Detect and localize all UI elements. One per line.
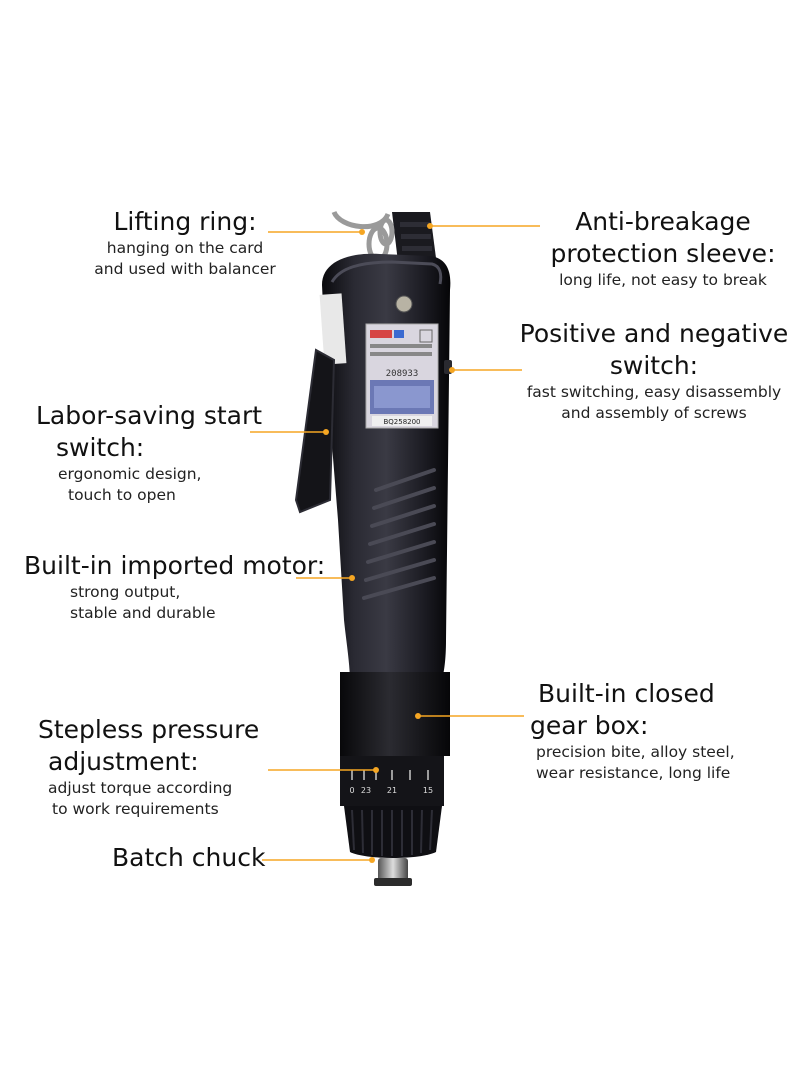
callout-motor: Built-in imported motor: strong output, … [24, 550, 326, 624]
motor-desc-2: stable and durable [70, 604, 216, 622]
cable-sleeve [392, 212, 436, 262]
start-switch-lever [294, 348, 336, 514]
pos-neg-switch-desc-1: fast switching, easy disassembly [526, 383, 782, 401]
callout-anti-breakage: Anti-breakage protection sleeve: long li… [534, 206, 792, 291]
callout-gear-box: Built-in closed gear box: precision bite… [530, 678, 792, 784]
lifting-ring-title: Lifting ring: [113, 207, 257, 236]
pressure-desc-1: adjust torque according [48, 779, 233, 797]
callout-chuck: Batch chuck [112, 842, 272, 874]
lifting-ring-desc-2: and used with balancer [94, 260, 276, 278]
gear-box-collar [340, 672, 450, 756]
start-switch-title-1: Labor-saving start [36, 401, 263, 430]
gear-box-title-1: Built-in closed [538, 679, 715, 708]
pos-neg-switch-title-1: Positive and negative [519, 319, 789, 348]
motor-desc-1: strong output, [70, 583, 181, 601]
start-switch-desc-2: touch to open [68, 486, 176, 504]
sticker-number: 208933 [386, 369, 419, 379]
anti-breakage-title-2: protection sleeve: [550, 239, 776, 268]
pos-neg-switch-title-2: switch: [609, 351, 699, 380]
anti-breakage-desc-1: long life, not easy to break [559, 271, 767, 289]
motor-title: Built-in imported motor: [24, 551, 326, 580]
pressure-title-1: Stepless pressure [38, 715, 260, 744]
batch-chuck [374, 858, 412, 886]
gear-box-title-2: gear box: [530, 711, 649, 740]
dial-number-0: 0 [349, 786, 354, 795]
grip-slots [362, 468, 436, 600]
sticker-code: BQ258200 [383, 418, 420, 426]
spec-label-sticker: 208933 BQ258200 [365, 323, 439, 429]
pressure-title-2: adjustment: [48, 747, 199, 776]
dial-number-21: 21 [387, 786, 397, 795]
start-switch-desc-1: ergonomic design, [58, 465, 202, 483]
chuck-title: Batch chuck [112, 843, 266, 872]
lifting-ring-desc-1: hanging on the card [106, 239, 264, 257]
callout-pressure: Stepless pressure adjustment: adjust tor… [38, 714, 298, 820]
pos-neg-switch-desc-2: and assembly of screws [561, 404, 747, 422]
start-switch-title-2: switch: [56, 433, 145, 462]
callout-start-switch: Labor-saving start switch: ergonomic des… [36, 400, 286, 506]
dial-number-15: 15 [423, 786, 433, 795]
callout-lifting-ring: Lifting ring: hanging on the card and us… [70, 206, 300, 280]
callout-pos-neg-switch: Positive and negative switch: fast switc… [518, 318, 790, 424]
torque-dial: 0 23 21 15 [340, 756, 444, 806]
dial-number-23: 23 [361, 786, 371, 795]
gear-box-desc-1: precision bite, alloy steel, [536, 743, 735, 761]
gear-box-desc-2: wear resistance, long life [536, 764, 731, 782]
anti-breakage-title-1: Anti-breakage [575, 207, 751, 236]
pressure-desc-2: to work requirements [52, 800, 219, 818]
